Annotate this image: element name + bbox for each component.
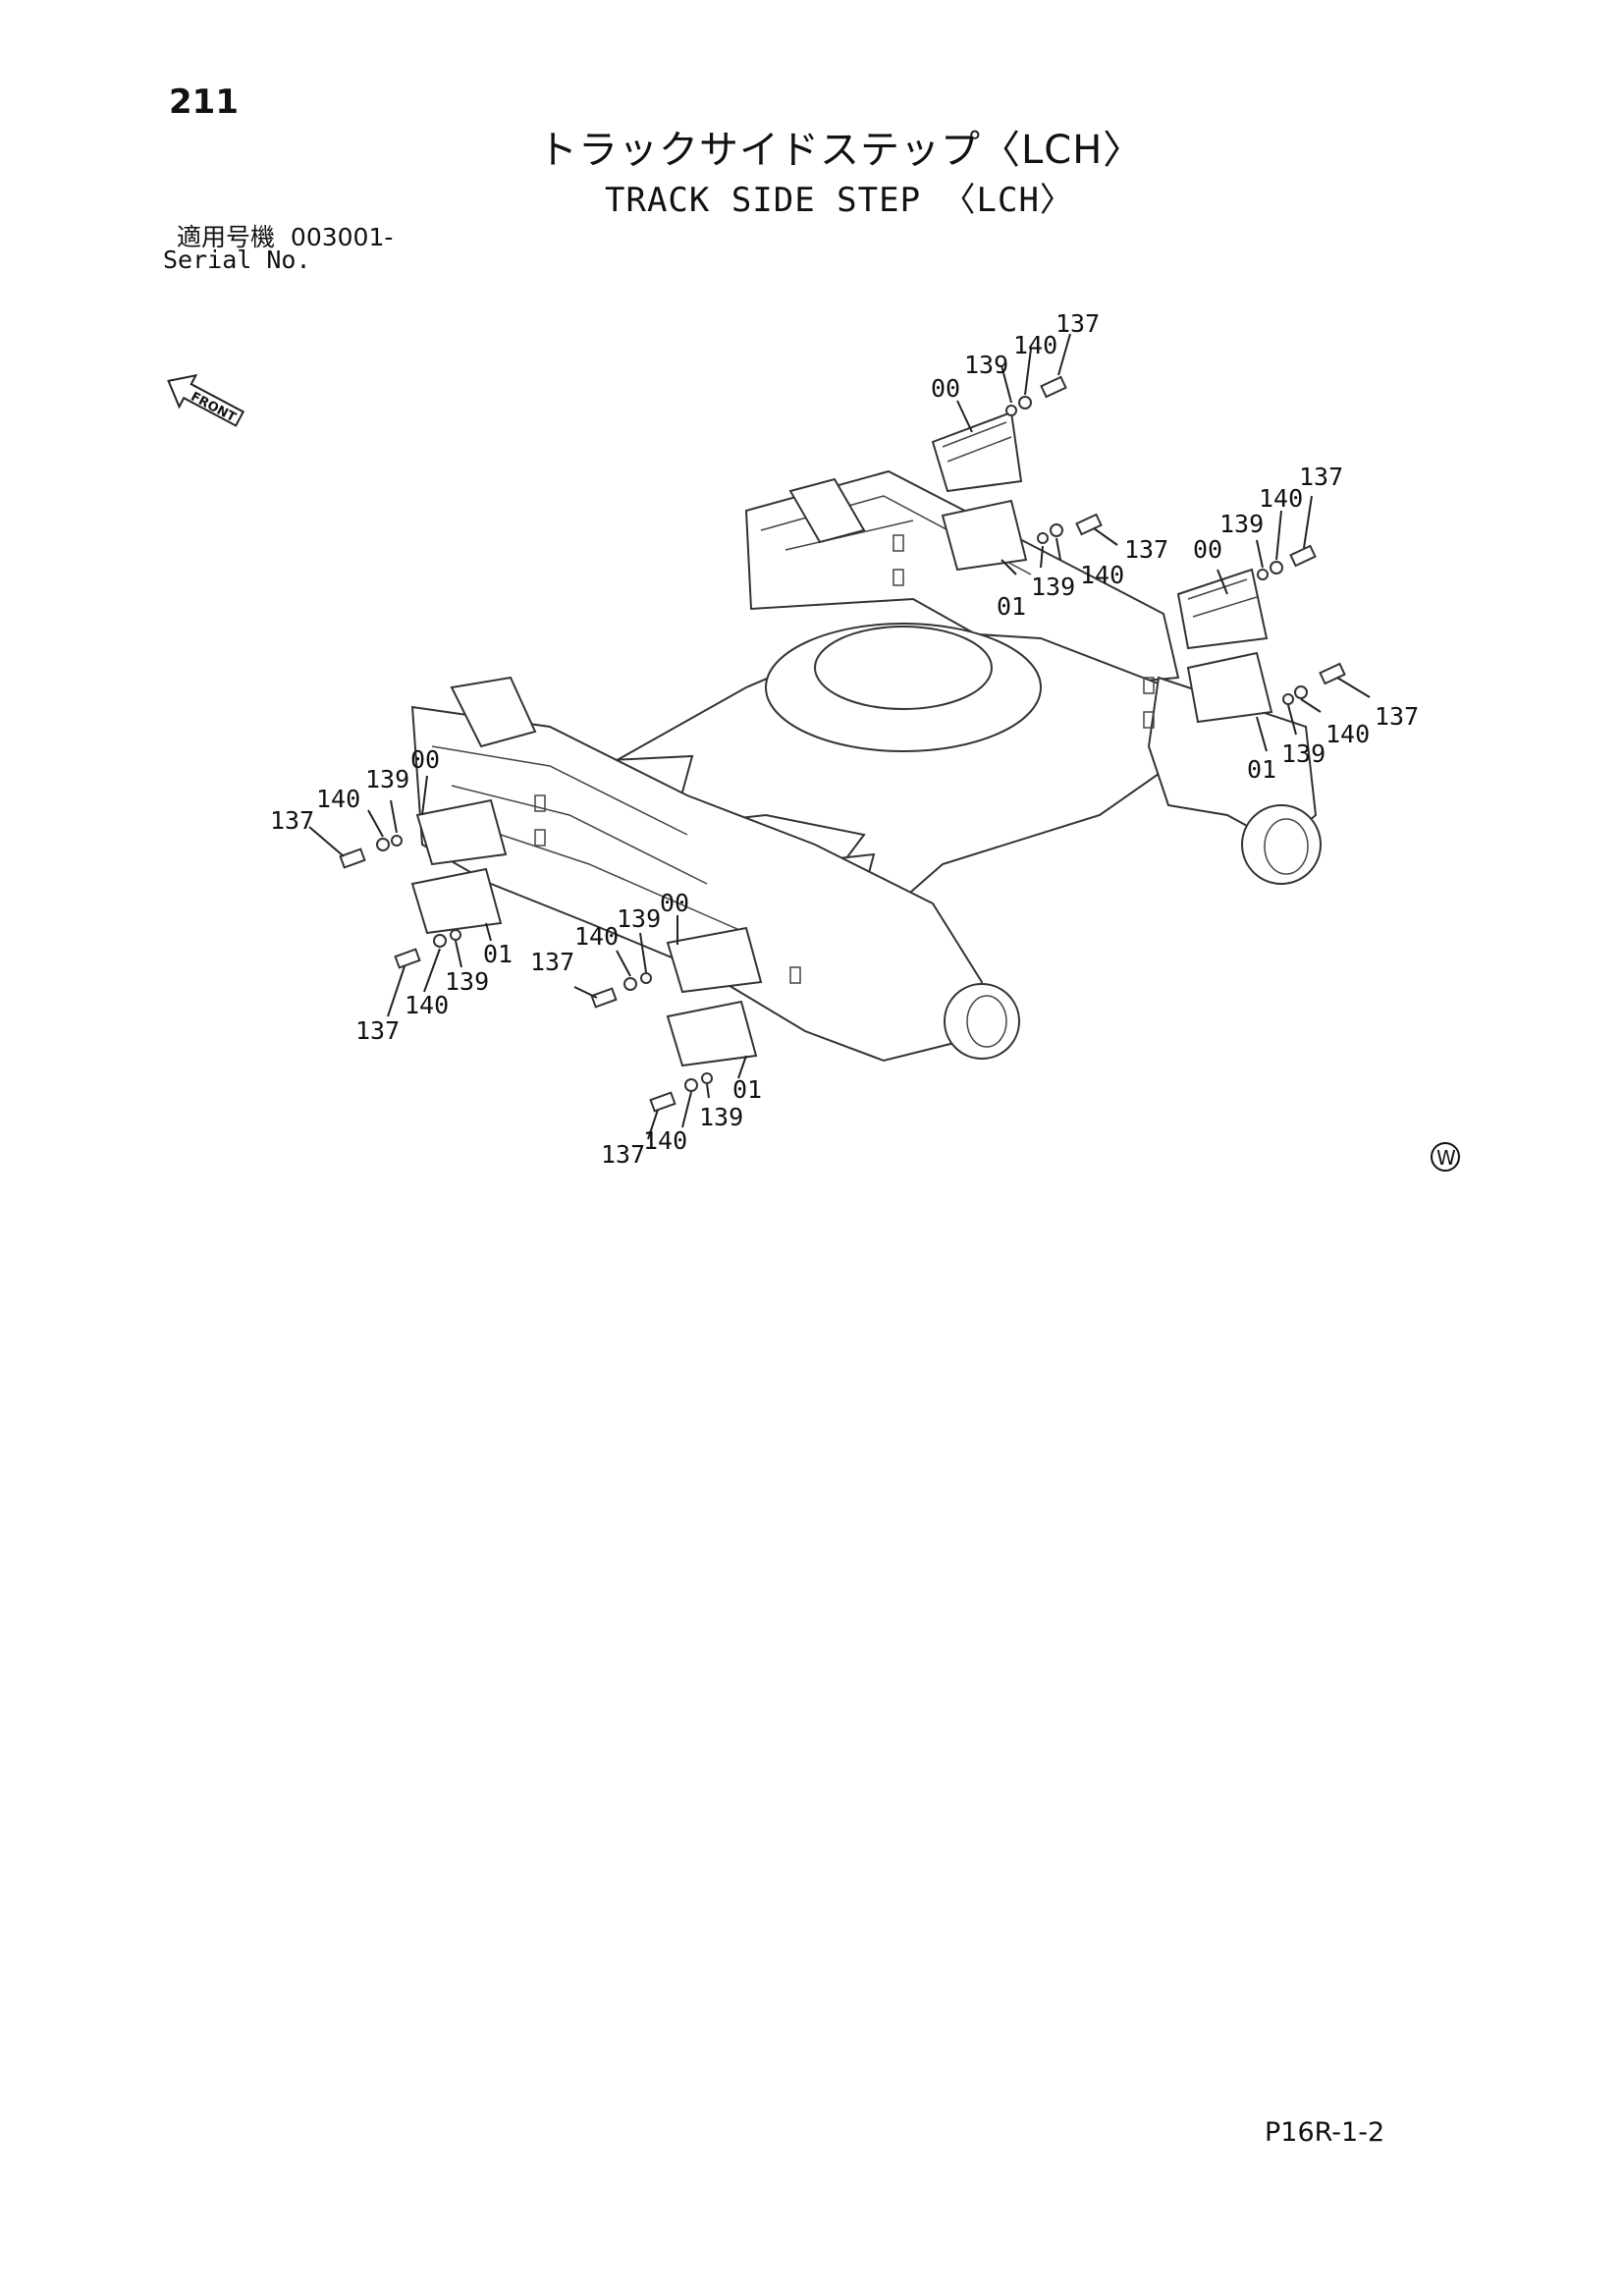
callout-label: 139 [964,351,1008,379]
callout-label: 140 [1080,561,1124,589]
callout-label: 139 [1031,573,1075,601]
callout-label: 140 [643,1126,687,1155]
callout-label: 137 [1375,702,1419,731]
callout-label: 01 [483,940,513,968]
callout-label: 140 [1259,484,1303,513]
callout-label: 139 [1219,510,1264,538]
leader-lines [308,333,1371,1140]
serial-label-english: Serial No. [163,246,311,274]
front-arrow-icon: FRONT [167,373,245,427]
callout-label: 139 [445,967,489,996]
step-bracket-upper-rear [931,410,1028,572]
serial-number-line: 適用号機 003001- [177,218,393,253]
callout-label: 01 [997,592,1026,621]
callout-label: 01 [1247,755,1276,784]
callout-label: 137 [601,1140,645,1169]
page-title-english: TRACK SIDE STEP 〈LCH〉 [605,181,1074,220]
callout-label: 139 [1281,739,1325,768]
callout-label: 139 [365,765,409,793]
track-frame-illustration [410,469,1322,1063]
callout-label: 00 [931,374,960,403]
callout-label: 00 [1193,535,1222,564]
callout-label: 140 [1325,720,1370,748]
page-number: 211 [169,82,239,122]
page-title-japanese: トラックサイドステップ〈LCH〉 [538,128,1144,173]
callout-label: 137 [530,948,574,976]
step-bracket-left-rear [410,798,508,935]
callout-label: 137 [1124,535,1168,564]
callout-label: 137 [355,1016,400,1045]
callout-labels: 137 140 139 00 137 140 139 01 137 140 13… [270,309,1419,1169]
callout-label: 00 [660,889,689,917]
bolt-icon-group [339,375,1346,1113]
page-code: P16R-1-2 [1265,2117,1385,2148]
circled-w-icon: W [1431,1142,1460,1172]
callout-label: 01 [732,1075,762,1104]
callout-label: 00 [410,745,440,774]
callout-label: 140 [316,785,360,813]
callout-label: 140 [574,922,619,951]
callout-label: 140 [405,991,449,1019]
serial-label-japanese: 適用号機 [177,223,276,251]
serial-value: 003001- [290,223,394,251]
callout-label: 137 [1055,309,1100,338]
callout-label: 140 [1013,331,1057,359]
callout-label: 137 [1299,463,1343,491]
callout-label: 137 [270,806,314,835]
mark-label: W [1436,1146,1456,1170]
callout-label: 139 [699,1103,743,1131]
step-bracket-upper-front [1176,568,1273,724]
callout-label: 139 [617,904,661,933]
step-bracket-left-front [666,926,763,1067]
